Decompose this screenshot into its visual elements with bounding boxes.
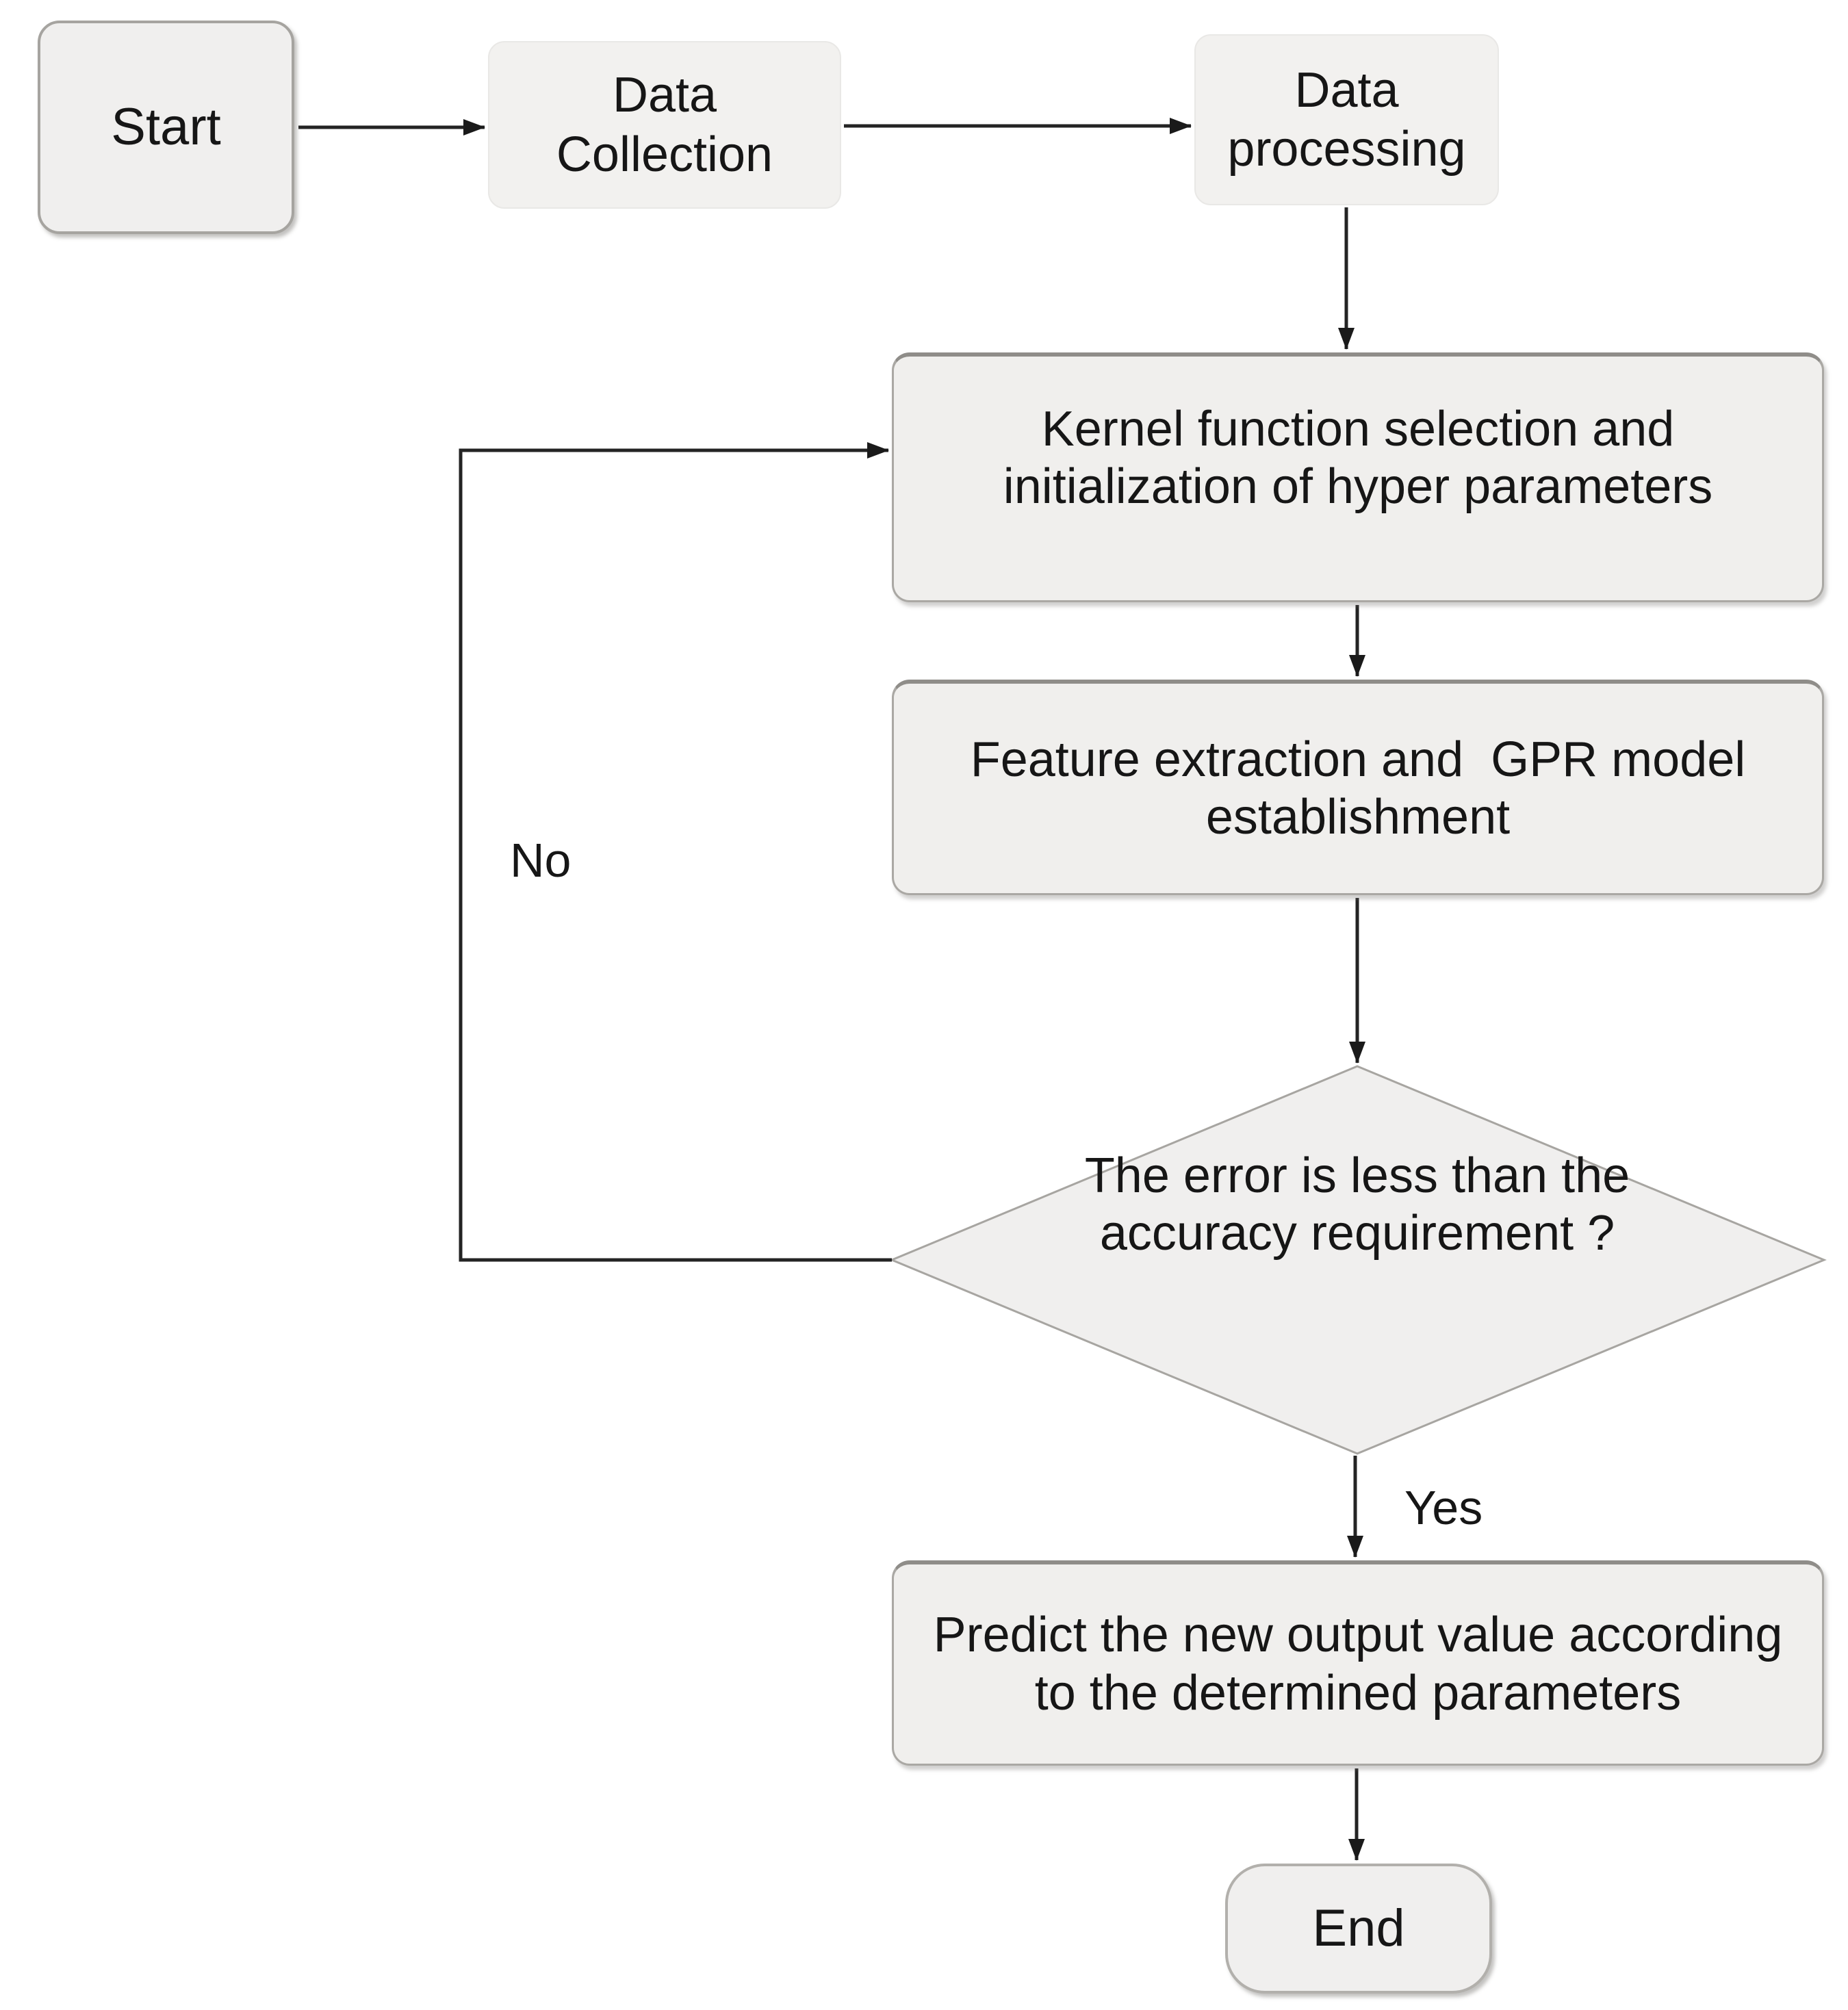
node-feature-extraction: Feature extraction and GPR model establi… [892, 680, 1824, 895]
node-feature-extraction-label: Feature extraction and GPR model establi… [970, 732, 1746, 845]
node-kernel-function-selection-label: Kernel function selection and initializa… [1003, 401, 1713, 514]
node-start: Start [38, 21, 294, 234]
node-predict-output: Predict the new output value according t… [892, 1560, 1824, 1766]
node-decision-label: The error is less than the accuracy requ… [1084, 1148, 1630, 1261]
edge-label-yes: Yes [1404, 1481, 1483, 1534]
node-data-collection: Data Collection [488, 41, 841, 209]
edge-label-no: No [510, 834, 572, 887]
node-data-collection-label: Data Collection [556, 68, 773, 182]
node-data-processing-label: Data processing [1227, 62, 1466, 177]
node-predict-output-label: Predict the new output value according t… [933, 1608, 1783, 1721]
node-data-processing: Data processing [1194, 34, 1499, 205]
decision-diamond-shape [889, 1065, 1827, 1455]
node-end: End [1225, 1864, 1492, 1994]
node-kernel-function-selection: Kernel function selection and initializa… [892, 352, 1824, 602]
edge-decision-no-loop [459, 442, 892, 1262]
node-end-label: End [1312, 1899, 1405, 1958]
node-start-label: Start [111, 98, 221, 157]
